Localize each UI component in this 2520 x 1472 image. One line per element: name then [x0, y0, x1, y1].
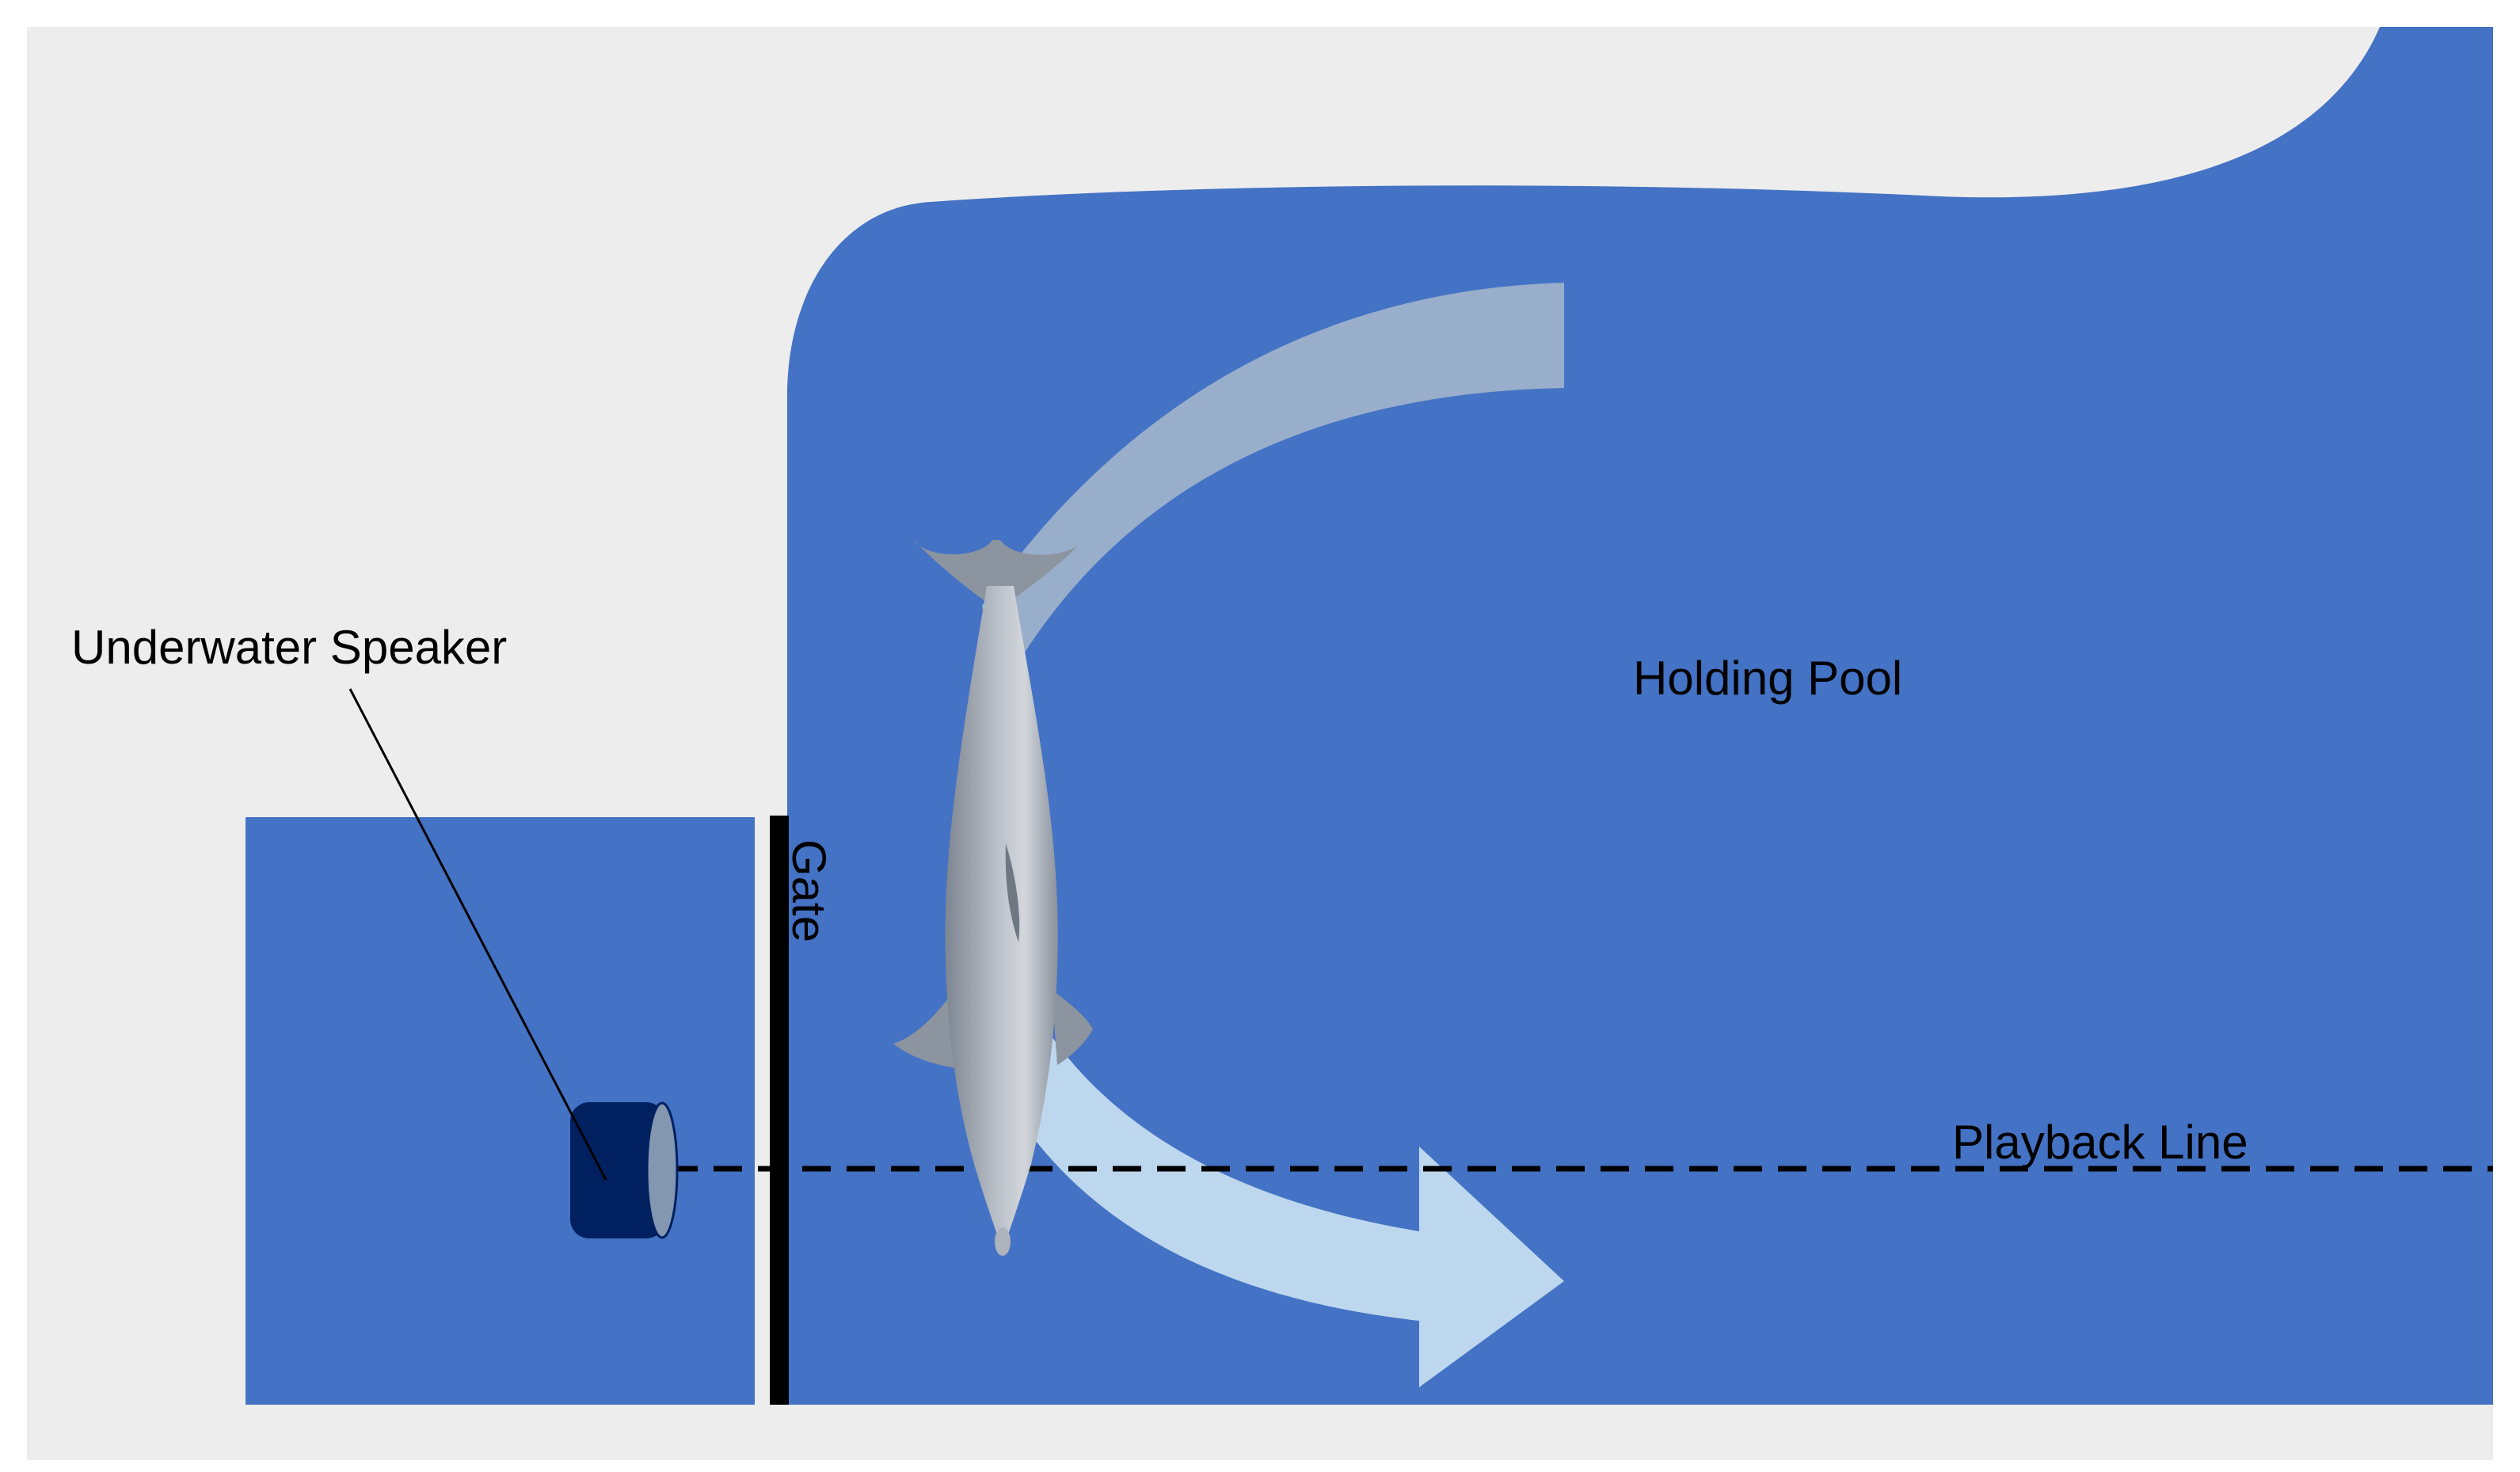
dolphin-dorsal-fin: [1005, 843, 1020, 942]
holding-pool-label: Holding Pool: [1633, 652, 1902, 705]
underwater-speaker-label: Underwater Speaker: [71, 621, 507, 674]
dolphin-flipper-left: [893, 990, 965, 1069]
gate-bar: [770, 816, 789, 1405]
holding-pool-water: [787, 27, 2493, 1405]
speaker-tank-water: [246, 817, 755, 1405]
swim-path-arrow-top: [982, 283, 1564, 689]
playback-line-label: Playback Line: [1952, 1116, 2248, 1169]
speaker-face: [645, 1101, 679, 1239]
dolphin-body: [945, 586, 1058, 1251]
dolphin-rostrum: [995, 1227, 1011, 1256]
dolphin-tail-fluke: [912, 538, 1079, 602]
underwater-speaker: [570, 1101, 679, 1239]
swim-path-arrow-bottom: [1010, 1033, 1564, 1387]
dolphin-icon: [893, 538, 1093, 1256]
speaker-leader-line: [348, 688, 607, 1181]
gate-label: Gate: [782, 839, 836, 942]
dolphin-flipper-right: [1052, 990, 1093, 1065]
speaker-body: [570, 1102, 665, 1238]
